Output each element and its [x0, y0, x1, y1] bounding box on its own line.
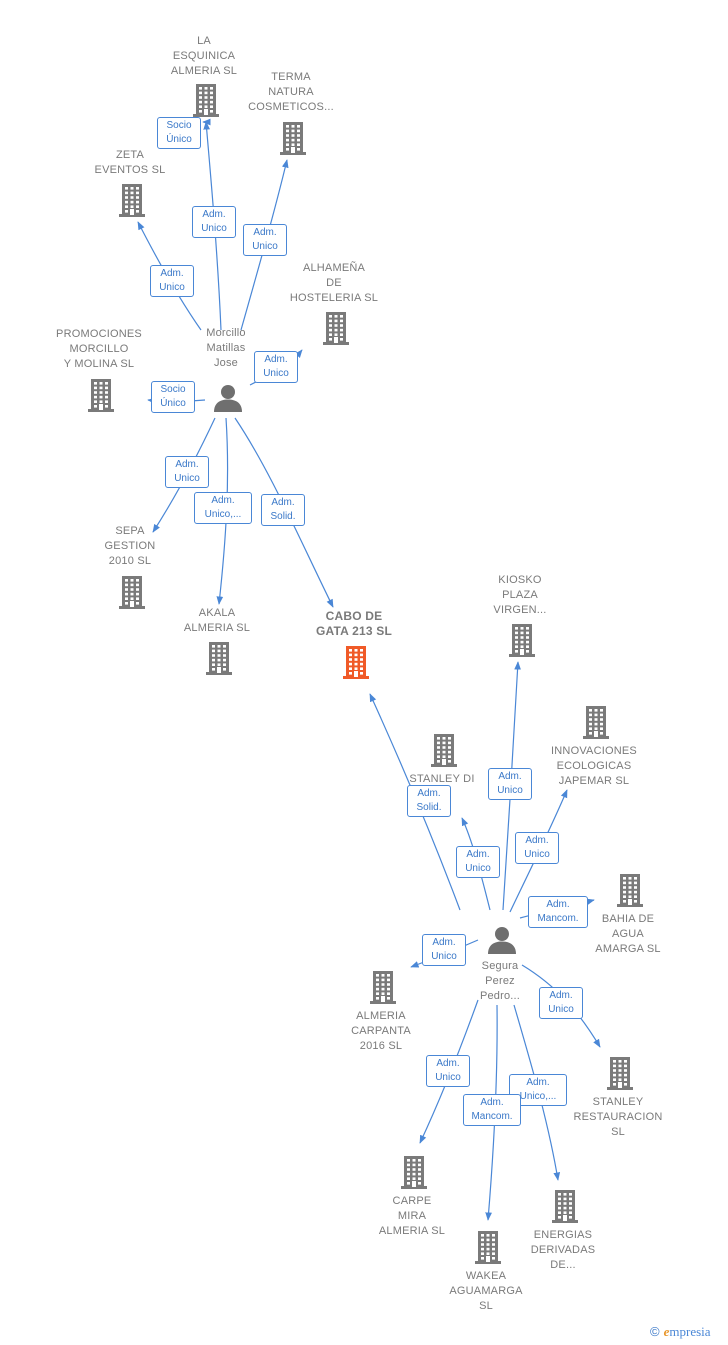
edge-label-morcillo-promociones[interactable]: Socio Único	[151, 381, 195, 413]
node-label-cabo[interactable]: CABO DE GATA 213 SL	[316, 609, 392, 638]
edge-label-morcillo-laesquinica[interactable]: Socio Único	[157, 117, 201, 149]
brand-watermark: ©empresia	[650, 1324, 711, 1340]
building-icon[interactable]	[617, 873, 643, 912]
node-label-promociones[interactable]: PROMOCIONES MORCILLO Y MOLINA SL	[56, 328, 142, 370]
node-label-morcillo[interactable]: Morcillo Matillas Jose	[206, 327, 246, 369]
building-icon[interactable]	[119, 575, 145, 614]
building-icon[interactable]	[280, 121, 306, 160]
edge-label-segura-innovaciones[interactable]: Adm. Unico	[515, 832, 559, 864]
node-label-terma[interactable]: TERMA NATURA COSMETICOS...	[248, 71, 334, 113]
building-icon[interactable]	[583, 705, 609, 744]
edge-label-segura-bahia[interactable]: Adm. Mancom.	[528, 896, 588, 928]
node-label-energias[interactable]: ENERGIAS DERIVADAS DE...	[530, 1229, 596, 1271]
building-icon[interactable]	[552, 1189, 578, 1228]
edge-label-segura-wakea[interactable]: Adm. Mancom.	[463, 1094, 521, 1126]
brand-name: mpresia	[669, 1324, 711, 1339]
building-icon[interactable]	[323, 311, 349, 350]
node-label-laesquinica[interactable]: LA ESQUINICA ALMERIA SL	[170, 35, 238, 77]
node-label-stanleyrest[interactable]: STANLEY RESTAURACION SL	[573, 1096, 663, 1138]
building-icon[interactable]	[431, 733, 457, 772]
edge-label-segura-carpe[interactable]: Adm. Unico	[426, 1055, 470, 1087]
building-icon[interactable]	[401, 1155, 427, 1194]
node-label-innovaciones[interactable]: INNOVACIONES ECOLOGICAS JAPEMAR SL	[551, 745, 637, 787]
edge-label-morcillo-zeta[interactable]: Adm. Unico	[150, 265, 194, 297]
edge-label-morcillo-akala[interactable]: Adm. Unico,...	[194, 492, 252, 524]
building-icon[interactable]	[607, 1056, 633, 1095]
edge-label-segura-stanleyrest[interactable]: Adm. Unico	[539, 987, 583, 1019]
copyright-symbol: ©	[650, 1324, 660, 1339]
node-label-sepa[interactable]: SEPA GESTION 2010 SL	[104, 525, 156, 567]
building-highlight-icon[interactable]	[343, 645, 369, 684]
person-icon[interactable]	[213, 384, 243, 417]
edge-label-segura-carpanta[interactable]: Adm. Unico	[422, 934, 466, 966]
edge-label-segura-kiosko[interactable]: Adm. Unico	[488, 768, 532, 800]
building-icon[interactable]	[193, 83, 219, 122]
brand-initial: e	[663, 1324, 670, 1339]
building-icon[interactable]	[370, 970, 396, 1009]
building-icon[interactable]	[509, 623, 535, 662]
edge-label-segura-cabo[interactable]: Adm. Solid.	[407, 785, 451, 817]
edge-label-segura-stanleydi[interactable]: Adm. Unico	[456, 846, 500, 878]
node-label-kiosko[interactable]: KIOSKO PLAZA VIRGEN...	[493, 574, 547, 616]
building-icon[interactable]	[119, 183, 145, 222]
node-label-carpanta[interactable]: ALMERIA CARPANTA 2016 SL	[351, 1010, 411, 1052]
edge-label-morcillo-sepa[interactable]: Adm. Unico	[165, 456, 209, 488]
building-icon[interactable]	[475, 1230, 501, 1269]
building-icon[interactable]	[206, 641, 232, 680]
edge-label-morcillo-cabo[interactable]: Adm. Solid.	[261, 494, 305, 526]
person-icon[interactable]	[487, 926, 517, 959]
node-label-zeta[interactable]: ZETA EVENTOS SL	[94, 149, 166, 176]
node-label-alhamena[interactable]: ALHAMEÑA DE HOSTELERIA SL	[289, 262, 379, 304]
edge-label-morcillo-alhamena[interactable]: Adm. Unico	[254, 351, 298, 383]
node-label-akala[interactable]: AKALA ALMERIA SL	[183, 607, 251, 634]
node-label-segura[interactable]: Segura Perez Pedro...	[479, 960, 521, 1002]
node-label-wakea[interactable]: WAKEA AGUAMARGA SL	[449, 1270, 523, 1312]
node-label-carpe[interactable]: CARPE MIRA ALMERIA SL	[378, 1195, 446, 1237]
node-label-bahia[interactable]: BAHIA DE AGUA AMARGA SL	[595, 913, 661, 955]
edge-label-morcillo-terma[interactable]: Adm. Unico	[243, 224, 287, 256]
edge-label-morcillo-laesquinica[interactable]: Adm. Unico	[192, 206, 236, 238]
building-icon[interactable]	[88, 378, 114, 417]
